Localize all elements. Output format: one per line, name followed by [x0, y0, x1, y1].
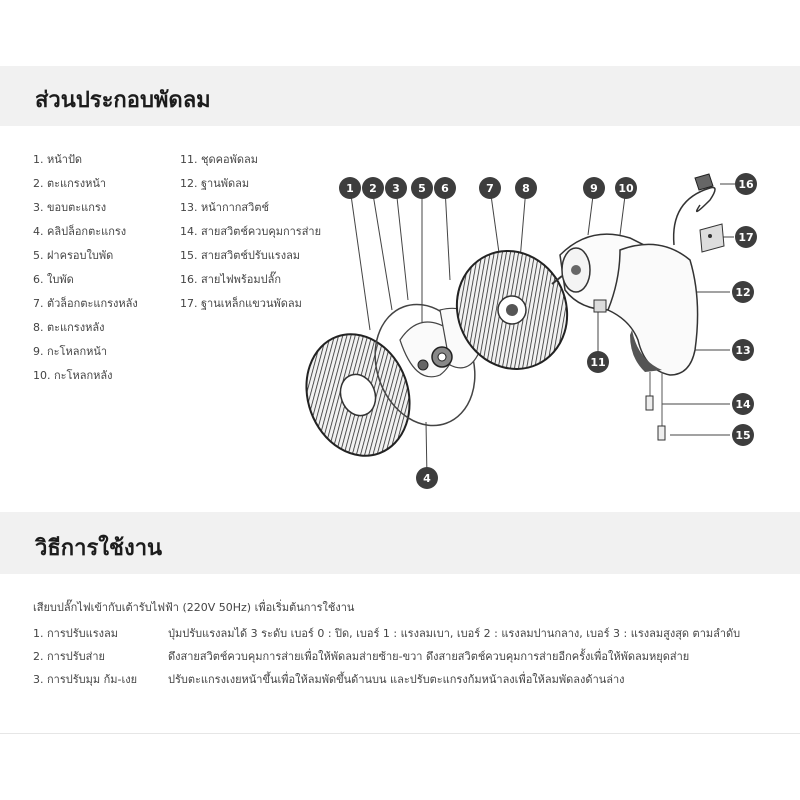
usage-step-text: ปุ่มปรับแรงลมได้ 3 ระดับ เบอร์ 0 : ปิด, …	[168, 627, 741, 640]
callout-badge: 14	[732, 393, 754, 415]
svg-text:15: 15	[735, 429, 750, 442]
usage-step-text: ดึงสายสวิตช์ควบคุมการส่ายเพื่อให้พัดลมส่…	[168, 650, 690, 663]
svg-text:16: 16	[738, 178, 754, 191]
part-item: 10. กะโหลกหลัง	[33, 369, 113, 382]
power-cord-icon	[672, 173, 716, 246]
svg-text:11: 11	[590, 356, 605, 369]
usage-step: 3. การปรับมุม ก้ม-เงย ปรับตะแกรงเงยหน้าข…	[33, 668, 773, 691]
usage-step-label: 3. การปรับมุม ก้ม-เงย	[33, 673, 138, 686]
usage-section-title: วิธีการใช้งาน	[35, 536, 163, 561]
callout-badge: 16	[735, 173, 757, 195]
svg-text:10: 10	[618, 182, 634, 195]
part-item: 2. ตะแกรงหน้า	[33, 177, 107, 190]
part-item: 5. ฝาครอบใบพัด	[33, 249, 114, 262]
callout-badge: 1	[339, 177, 361, 199]
callout-badge: 4	[416, 467, 438, 489]
svg-text:14: 14	[735, 398, 751, 411]
parts-list-right: 11. ชุดคอพัดลม 12. ฐานพัดลม 13. หน้ากากส…	[180, 148, 321, 316]
part-item: 1. หน้าปัด	[33, 153, 83, 166]
part-item: 13. หน้ากากสวิตช์	[180, 201, 269, 214]
svg-text:2: 2	[369, 182, 377, 195]
callout-badge: 13	[732, 339, 754, 361]
usage-step: 1. การปรับแรงลม ปุ่มปรับแรงลมได้ 3 ระดับ…	[33, 622, 773, 645]
part-item: 14. สายสวิตช์ควบคุมการส่าย	[180, 225, 322, 238]
wall-bracket-icon	[699, 223, 725, 253]
callout-badge: 3	[385, 177, 407, 199]
callout-badge: 17	[735, 226, 757, 248]
wall-base-icon	[607, 243, 699, 441]
svg-text:6: 6	[441, 182, 449, 195]
parts-list-left: 1. หน้าปัด 2. ตะแกรงหน้า 3. ขอบตะแกรง 4.…	[33, 148, 138, 388]
callout-badge: 9	[583, 177, 605, 199]
part-item: 3. ขอบตะแกรง	[33, 201, 107, 214]
part-item: 15. สายสวิตช์ปรับแรงลม	[180, 249, 301, 262]
svg-text:13: 13	[735, 344, 750, 357]
part-item: 17. ฐานเหล็กแขวนพัดลม	[180, 297, 302, 310]
usage-step-label: 1. การปรับแรงลม	[33, 627, 118, 640]
callout-badge: 8	[515, 177, 537, 199]
svg-text:1: 1	[346, 182, 354, 195]
part-item: 16. สายไฟพร้อมปลั๊ก	[180, 273, 282, 286]
callout-badge: 11	[587, 351, 609, 373]
svg-text:4: 4	[423, 472, 431, 485]
svg-text:7: 7	[486, 182, 494, 195]
callout-badge: 2	[362, 177, 384, 199]
usage-step-label: 2. การปรับส่าย	[33, 650, 105, 663]
part-item: 12. ฐานพัดลม	[180, 177, 250, 190]
divider	[0, 733, 800, 734]
svg-text:8: 8	[522, 182, 530, 195]
usage-step-text: ปรับตะแกรงเงยหน้าขึ้นเพื่อให้ลมพัดขึ้นด้…	[168, 673, 625, 686]
svg-text:5: 5	[418, 182, 426, 195]
callout-badge: 6	[434, 177, 456, 199]
svg-text:17: 17	[738, 231, 753, 244]
rear-grill-icon	[455, 250, 569, 370]
usage-step: 2. การปรับส่าย ดึงสายสวิตช์ควบคุมการส่าย…	[33, 645, 773, 668]
callout-badge: 7	[479, 177, 501, 199]
callout-badge: 5	[411, 177, 433, 199]
part-item: 6. ใบพัด	[33, 273, 74, 286]
fan-exploded-diagram: 1 2 3 4 5 6 7 8 9 10 11 12 13 14 15 16 1…	[305, 173, 757, 489]
parts-header-band: ส่วนประกอบพัดลม	[0, 66, 800, 126]
part-item: 9. กะโหลกหน้า	[33, 345, 108, 358]
usage-header-band: วิธีการใช้งาน	[0, 512, 800, 574]
part-item: 8. ตะแกรงหลัง	[33, 321, 105, 334]
part-item: 7. ตัวล็อกตะแกรงหลัง	[33, 297, 138, 310]
usage-intro: เสียบปลั๊กไฟเข้ากับเต้ารับไฟฟ้า (220V 50…	[33, 601, 355, 614]
usage-instructions: เสียบปลั๊กไฟเข้ากับเต้ารับไฟฟ้า (220V 50…	[33, 598, 773, 691]
callout-badge: 15	[732, 424, 754, 446]
callout-badge: 10	[615, 177, 637, 199]
callout-badge: 12	[732, 281, 754, 303]
front-grill-icon	[305, 333, 411, 457]
svg-text:9: 9	[590, 182, 598, 195]
svg-text:12: 12	[735, 286, 750, 299]
parts-section-title: ส่วนประกอบพัดลม	[35, 88, 211, 113]
part-item: 4. คลิปล็อกตะแกรง	[33, 225, 127, 238]
part-item: 11. ชุดคอพัดลม	[180, 153, 258, 166]
svg-text:3: 3	[392, 182, 400, 195]
